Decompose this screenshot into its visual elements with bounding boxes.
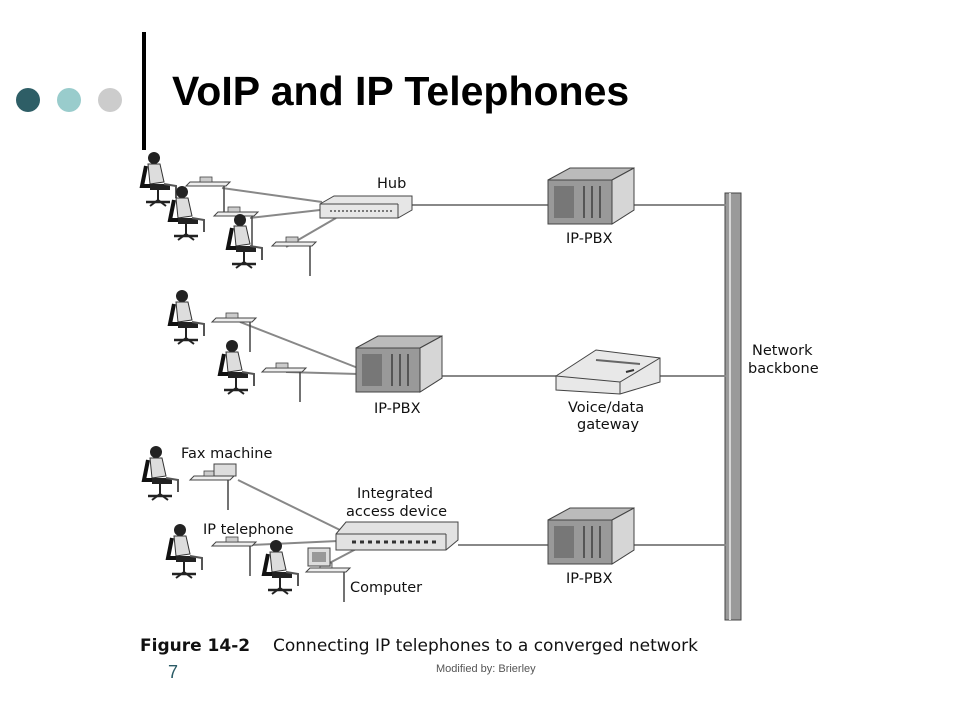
slide-footer: Modified by: Brierley [436,663,536,675]
user-figure [142,444,180,502]
desk [189,470,235,511]
label-iad-2: access device [346,504,447,520]
user-figure [262,538,300,596]
label-backbone-2: backbone [748,361,819,377]
label-ippbx-2: IP-PBX [374,401,421,417]
user-figure [140,150,178,208]
desk [271,236,317,277]
ip-pbx-server [547,507,635,565]
bullet-dot-dark [16,88,40,112]
figure-caption: Connecting IP telephones to a converged … [273,636,698,656]
fax-machine [213,463,237,477]
label-gateway-1: Voice/data [568,400,644,416]
label-backbone-1: Network [752,343,813,359]
slide-title: VoIP and IP Telephones [172,68,630,114]
label-fax: Fax machine [181,446,272,462]
label-ip-telephone: IP telephone [203,522,294,538]
user-figure [168,288,206,346]
label-gateway-2: gateway [577,417,639,433]
ip-pbx-server [547,167,635,225]
bullet-dot-teal [57,88,81,112]
computer-device [307,547,331,567]
figure-number: Figure 14-2 [140,636,250,656]
user-figure [226,212,264,270]
slide-number: 7 [168,662,179,682]
desk [211,536,257,577]
ip-pbx-server [355,335,443,393]
label-ippbx-3: IP-PBX [566,571,613,587]
user-figure [218,338,256,396]
desk [185,176,231,217]
label-hub: Hub [377,176,406,192]
integrated-access-device [335,521,459,551]
hub-device [319,195,413,219]
desk [305,562,351,603]
label-iad-1: Integrated [357,486,433,502]
user-figure [166,522,204,580]
backbone-bar [724,192,742,621]
bullet-dot-gray [98,88,122,112]
label-computer: Computer [350,580,422,596]
gateway-device [555,349,661,395]
desk [261,362,307,403]
label-ippbx-1: IP-PBX [566,231,613,247]
title-divider [142,32,146,150]
